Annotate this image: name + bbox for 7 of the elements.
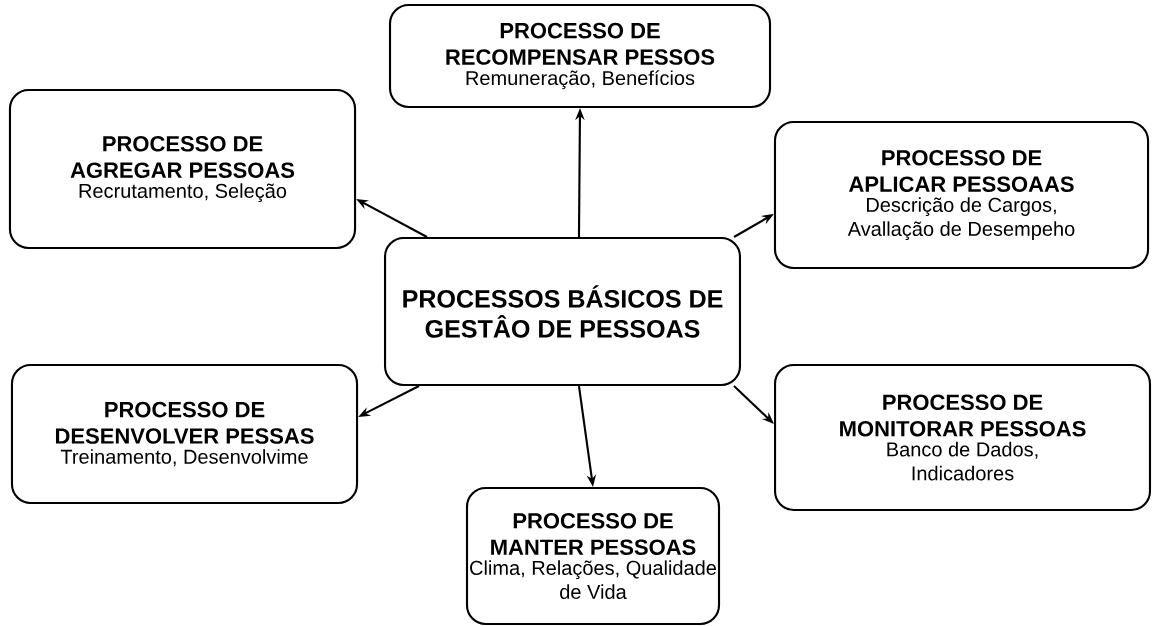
central-box: PROCESSOS BÁSICOS DE GESTÂO DE PESSOAS <box>383 236 742 387</box>
process-box: PROCESSO DE MANTER PESSOAS Clima, Relações, Qualidade de Vida <box>465 486 721 626</box>
process-box: PROCESSO DE AGREGAR PESSOAS Recrutamento, Seleção <box>8 88 357 250</box>
process-box: PROCESSO DE DESENVOLVER PESSAS Treinamento, Desenvolvime <box>10 363 359 505</box>
process-box: PROCESSO DE APLICAR PESSOAAS Descrição de Cargos, Avallação de Desempeho <box>773 120 1150 270</box>
process-box: PROCESSO DE MONITORAR PESSOAS Banco de Dados, Indicadores <box>773 363 1152 512</box>
process-box: PROCESSO DE RECOMPENSAR PESSOS Remuneração, Benefícios <box>388 3 772 109</box>
